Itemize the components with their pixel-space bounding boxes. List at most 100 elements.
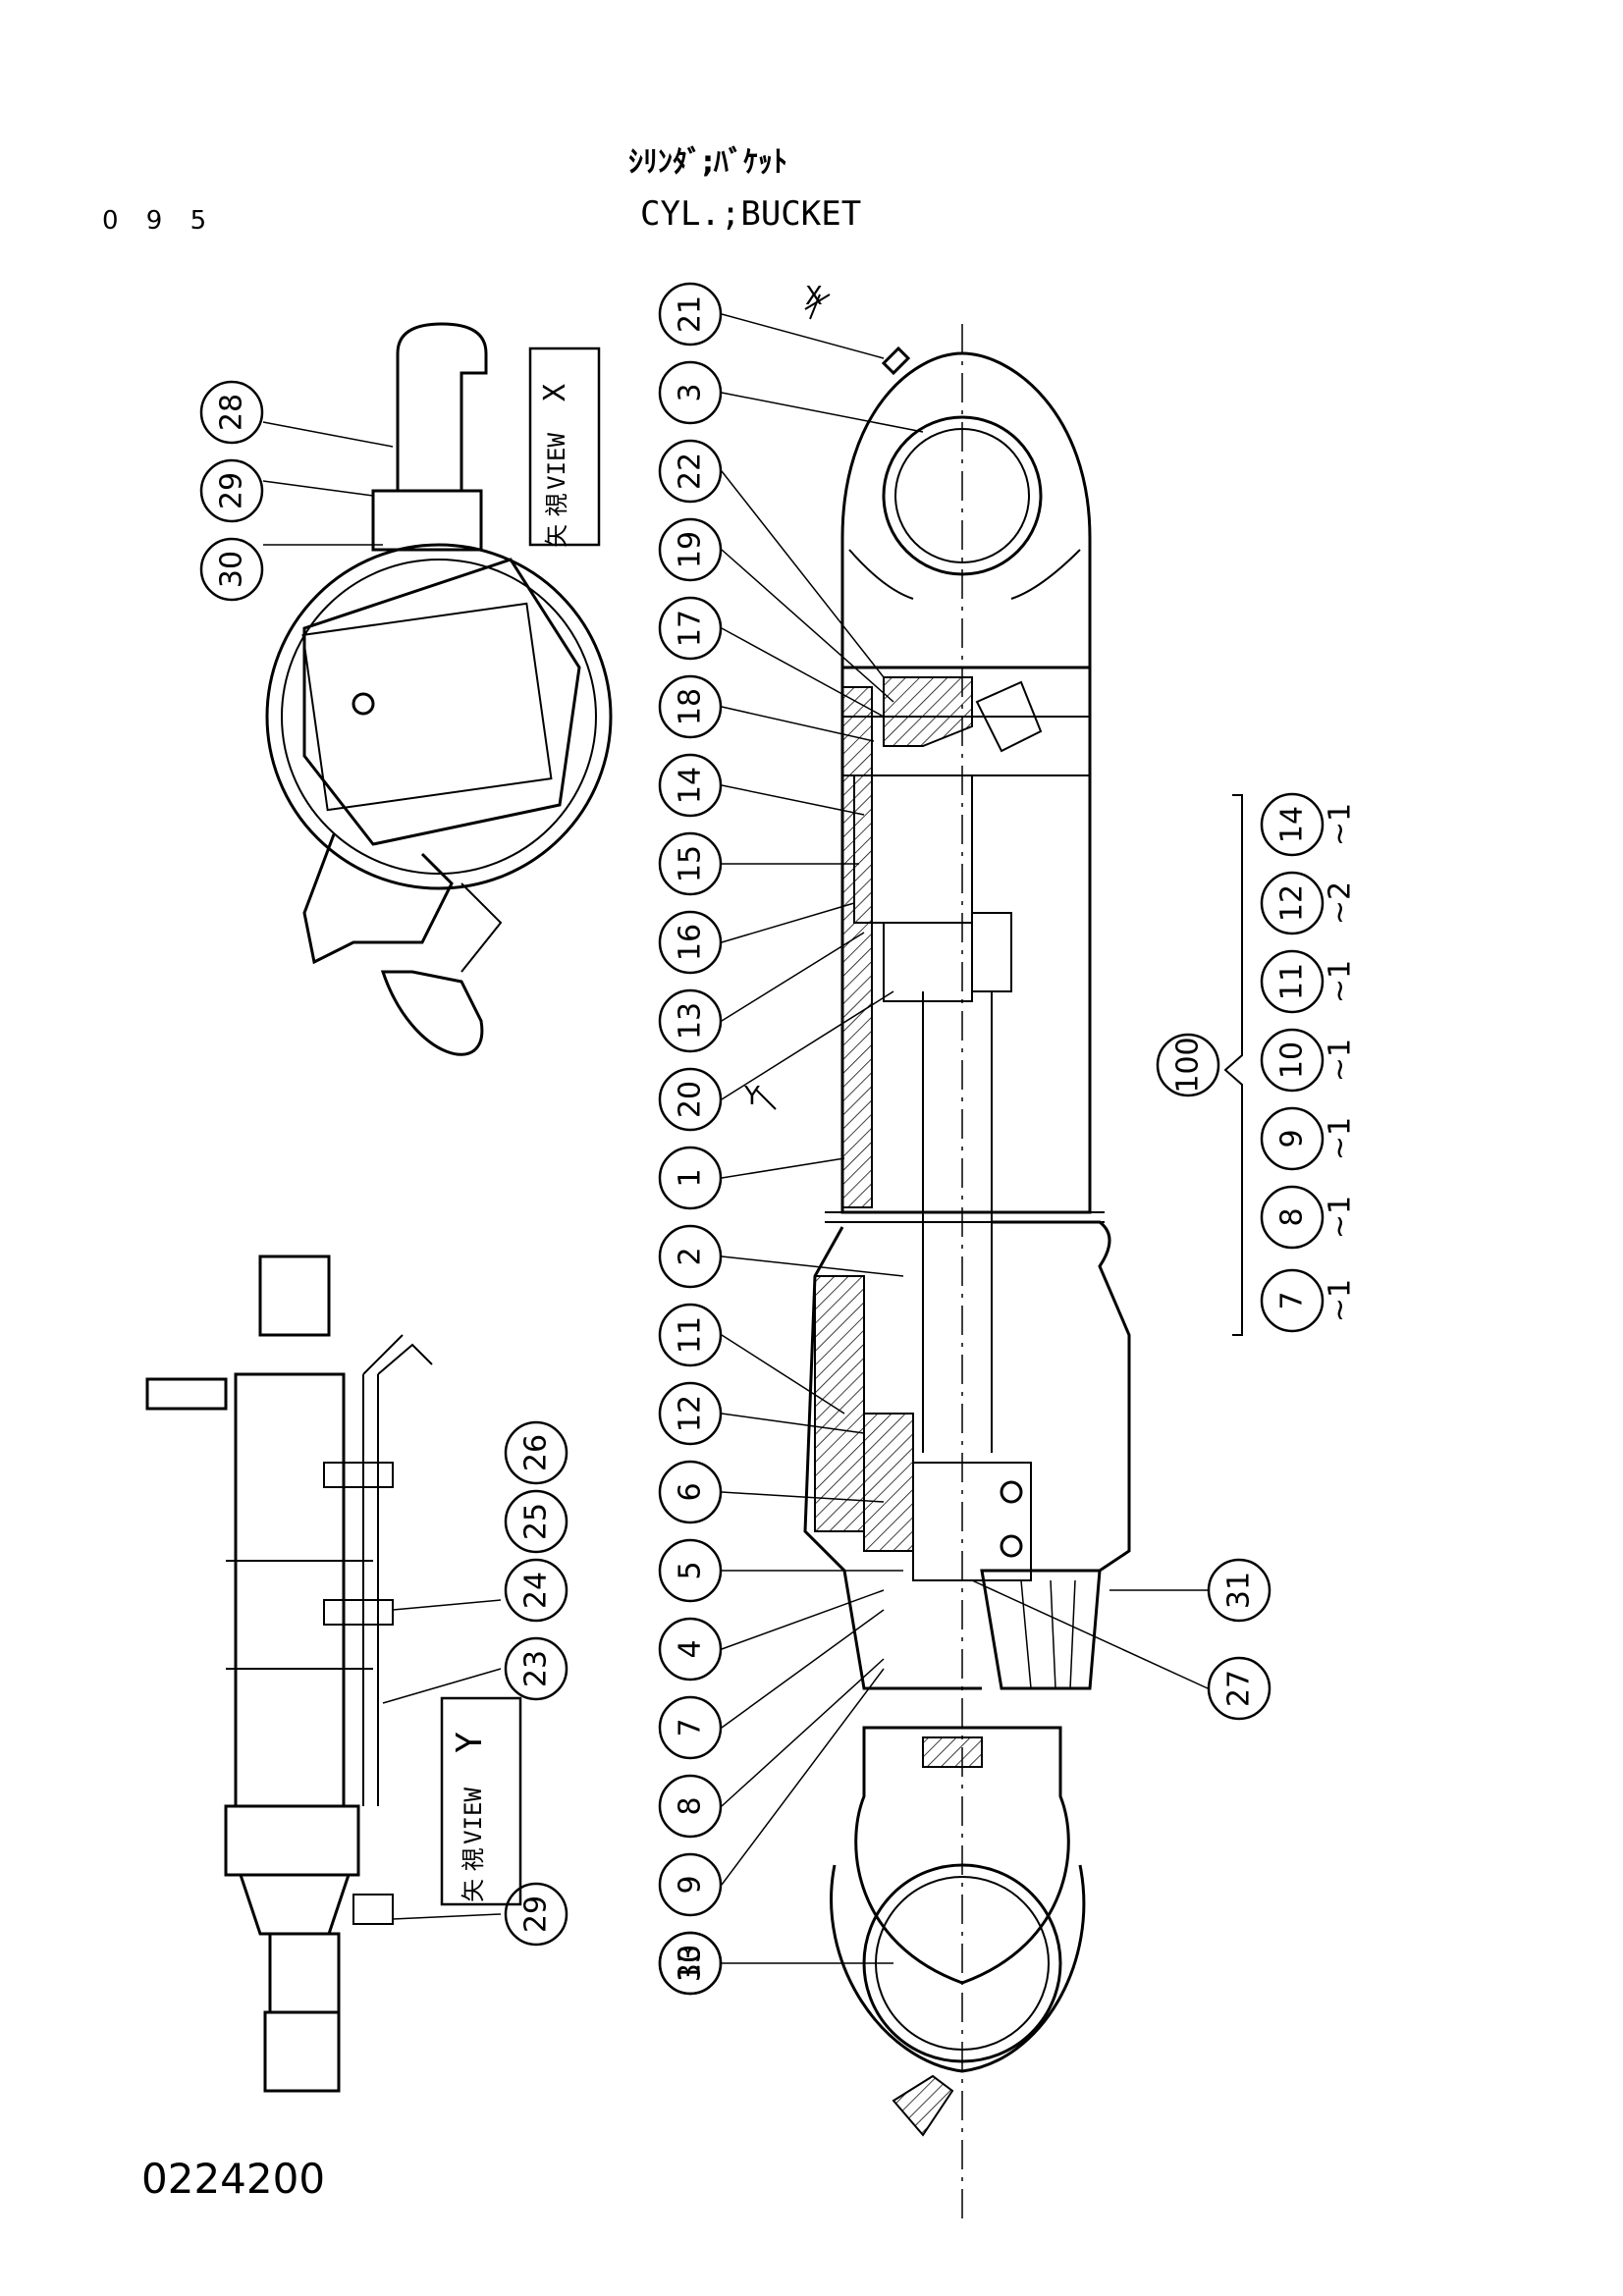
callout-view-x-28-circle xyxy=(199,380,264,445)
callout-kit-item-9-label: 9 xyxy=(1275,1129,1310,1148)
callout-view-x-30-circle xyxy=(199,537,264,602)
callout-kit-item-8-label: 8 xyxy=(1275,1207,1310,1226)
title-japanese: ｼﾘﾝﾀﾞ;ﾊﾞｹｯﾄ xyxy=(628,145,787,180)
view-y-caption: VIEW xyxy=(460,1788,487,1844)
callout-view-y-29-label: 29 xyxy=(519,1896,554,1933)
callout-main-3-circle xyxy=(658,360,723,425)
callout-main-2: 2 xyxy=(658,1224,723,1289)
callout-view-y-24-label: 24 xyxy=(519,1572,554,1609)
arrow-y-icon xyxy=(755,1089,777,1110)
callout-main-19-circle xyxy=(658,517,723,582)
callout-main-12-circle xyxy=(658,1381,723,1446)
callout-view-y-29: 29 xyxy=(504,1882,568,1947)
callout-main-20-label: 20 xyxy=(674,1081,708,1118)
callout-main-13-label: 13 xyxy=(674,1002,708,1040)
callout-kit-item-11-circle xyxy=(1260,949,1325,1014)
callout-kit-item-12: 12 xyxy=(1260,871,1325,935)
callout-view-y-23: 23 xyxy=(504,1636,568,1701)
callout-main-33: 33 xyxy=(658,1931,723,1996)
kit-item-qty: ~1 xyxy=(1324,1196,1358,1239)
leader-lines xyxy=(262,313,1209,1964)
callout-right-27-label: 27 xyxy=(1222,1670,1257,1707)
callout-main-4-circle xyxy=(658,1617,723,1682)
view-y-label: Y VIEW 矢 視 xyxy=(440,1696,522,1906)
callout-right-31-circle xyxy=(1207,1558,1271,1623)
callout-main-19-label: 19 xyxy=(674,531,708,568)
callout-main-2-circle xyxy=(658,1224,723,1289)
callout-kit-item-10: 10 xyxy=(1260,1028,1325,1093)
callout-main-33-label: 33 xyxy=(674,1945,708,1982)
view-y-jp: 矢 視 xyxy=(460,1847,487,1902)
view-y-letter: Y xyxy=(450,1732,490,1753)
callout-view-y-26-circle xyxy=(504,1420,568,1485)
callout-kit-item-12-label: 12 xyxy=(1275,884,1310,922)
callout-main-18-circle xyxy=(658,674,723,739)
main-cylinder xyxy=(803,324,1131,2218)
callout-main-15: 15 xyxy=(658,831,723,896)
callout-kit-item-7-circle xyxy=(1260,1268,1325,1333)
callout-main-13: 13 xyxy=(658,988,723,1053)
callout-main-22-circle xyxy=(658,439,723,504)
view-x-caption: VIEW xyxy=(543,433,570,490)
callout-view-x-28-label: 28 xyxy=(215,394,249,431)
kit-item-qty: ~1 xyxy=(1324,960,1358,1003)
callout-main-8: 8 xyxy=(658,1774,723,1839)
callout-main-20: 20 xyxy=(658,1067,723,1132)
arrow-y-label: Y xyxy=(743,1082,760,1111)
callout-view-y-23-circle xyxy=(504,1636,568,1701)
callout-main-5-label: 5 xyxy=(674,1561,708,1579)
callout-main-4: 4 xyxy=(658,1617,723,1682)
callout-main-16-circle xyxy=(658,910,723,975)
callout-kit-number: 100 xyxy=(1156,1033,1220,1097)
callout-kit-item-8-circle xyxy=(1260,1185,1325,1250)
callout-main-16: 16 xyxy=(658,910,723,975)
arrow-x-label: X xyxy=(805,282,823,311)
callout-view-y-24-circle xyxy=(504,1558,568,1623)
callouts-view-x: 28 29 30 xyxy=(199,380,264,602)
callout-view-y-25-circle xyxy=(504,1489,568,1554)
callout-view-x-30: 30 xyxy=(199,537,264,602)
callout-main-22: 22 xyxy=(658,439,723,504)
callout-main-7-circle xyxy=(658,1695,723,1760)
callout-kit-item-7: 7 xyxy=(1260,1268,1325,1333)
callout-kit-number-label: 100 xyxy=(1171,1037,1206,1093)
callout-main-17-label: 17 xyxy=(674,610,708,647)
title-english: CYL.;BUCKET xyxy=(640,194,862,234)
callout-main-8-circle xyxy=(658,1774,723,1839)
view-x-drawing xyxy=(265,322,613,1056)
callout-main-17: 17 xyxy=(658,596,723,661)
callout-kit-item-12-circle xyxy=(1260,871,1325,935)
callout-main-11-circle xyxy=(658,1303,723,1367)
callout-right-27: 27 xyxy=(1207,1656,1271,1721)
kit-item-qty: ~1 xyxy=(1324,1039,1358,1082)
callout-main-2-label: 2 xyxy=(674,1247,708,1265)
callout-main-22-label: 22 xyxy=(674,453,708,490)
callout-main-5-circle xyxy=(658,1538,723,1603)
callout-kit-item-14-circle xyxy=(1260,792,1325,857)
callout-view-y-26-label: 26 xyxy=(519,1434,554,1471)
callout-main-21-label: 21 xyxy=(674,295,708,333)
callout-main-1-label: 1 xyxy=(674,1168,708,1187)
callout-main-20-circle xyxy=(658,1067,723,1132)
callout-view-y-24: 24 xyxy=(504,1558,568,1623)
callout-kit-item-14-label: 14 xyxy=(1275,806,1310,843)
kit-brace xyxy=(1223,794,1243,1336)
callout-main-5: 5 xyxy=(658,1538,723,1603)
callout-kit-item-14: 14 xyxy=(1260,792,1325,857)
callout-main-14-label: 14 xyxy=(674,767,708,804)
callout-main-19: 19 xyxy=(658,517,723,582)
callout-main-8-label: 8 xyxy=(674,1796,708,1815)
callout-main-12: 12 xyxy=(658,1381,723,1446)
callout-main-7: 7 xyxy=(658,1695,723,1760)
callout-view-y-29-circle xyxy=(504,1882,568,1947)
view-x-jp: 矢 視 xyxy=(543,493,570,548)
kit-item-qty: ~2 xyxy=(1324,881,1358,925)
callout-main-12-label: 12 xyxy=(674,1395,708,1432)
callout-kit-item-10-label: 10 xyxy=(1275,1041,1310,1079)
callout-view-x-29: 29 xyxy=(199,458,264,523)
callout-main-14: 14 xyxy=(658,753,723,818)
callout-view-y-23-label: 23 xyxy=(519,1650,554,1687)
callout-view-x-29-label: 29 xyxy=(215,472,249,509)
